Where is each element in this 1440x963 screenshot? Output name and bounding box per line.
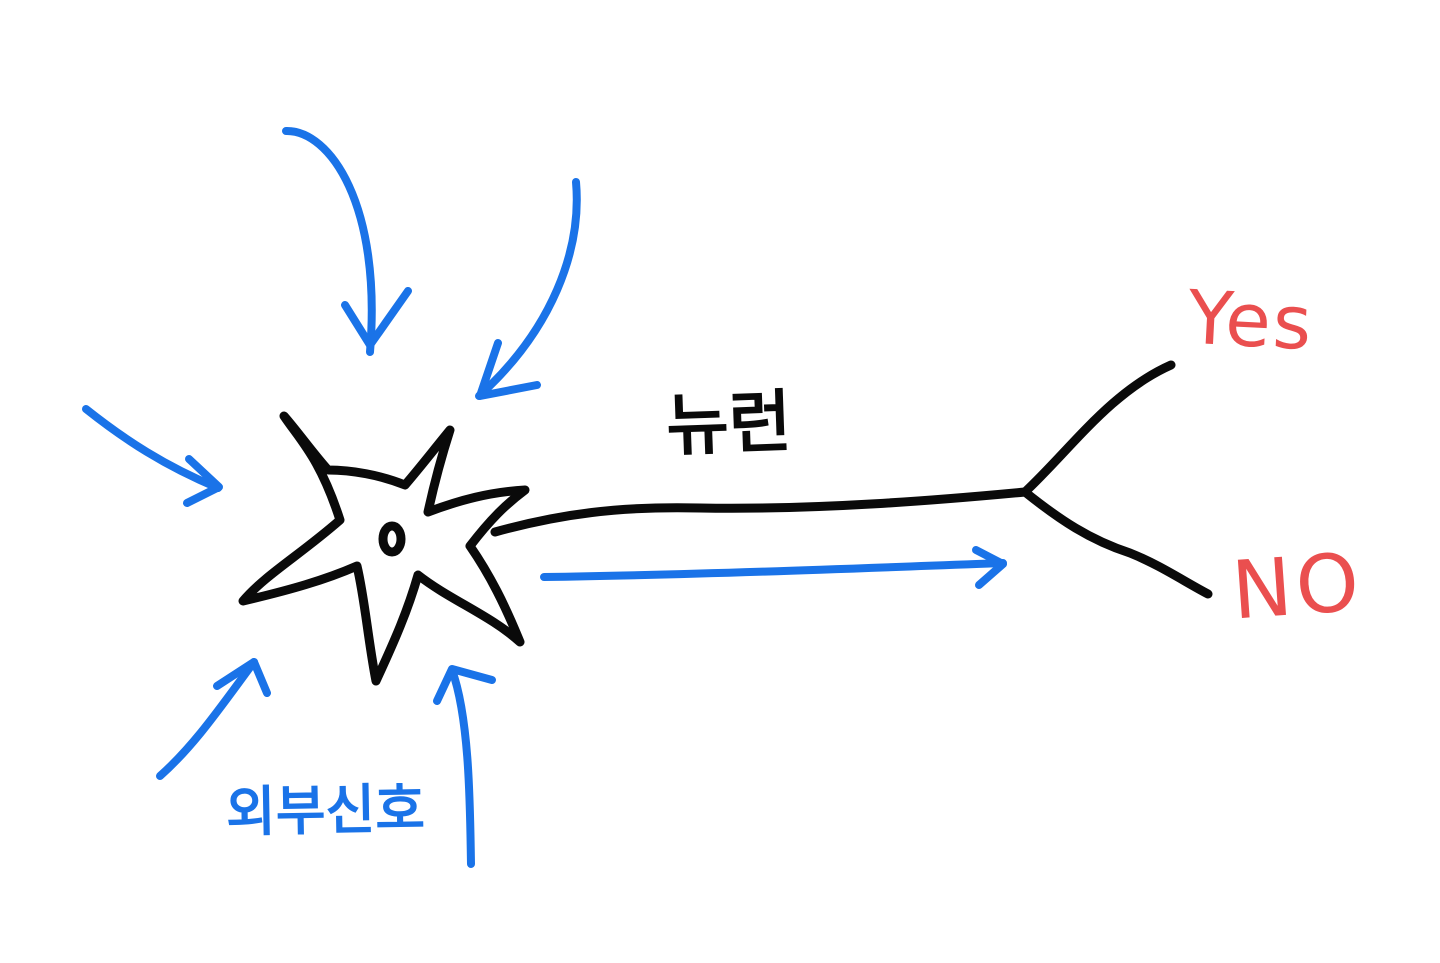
external-signal-label: 외부신호	[225, 777, 426, 844]
branch-no	[1020, 487, 1213, 599]
incoming-arrow-bottom	[433, 665, 496, 868]
no-label: NO	[1228, 535, 1366, 638]
incoming-arrow-top	[282, 126, 412, 356]
branch-yes	[1020, 360, 1176, 497]
incoming-arrow-bottom-left	[156, 658, 271, 780]
yes-label: Yes	[1185, 274, 1316, 368]
neuron-label: 뉴런	[664, 382, 793, 467]
nucleus	[378, 521, 406, 557]
axon	[490, 487, 1030, 537]
incoming-arrow-top-right	[475, 178, 581, 400]
signal-direction-arrow	[540, 546, 1007, 589]
neuron-cell-body	[238, 411, 530, 686]
incoming-arrow-left	[82, 405, 223, 507]
